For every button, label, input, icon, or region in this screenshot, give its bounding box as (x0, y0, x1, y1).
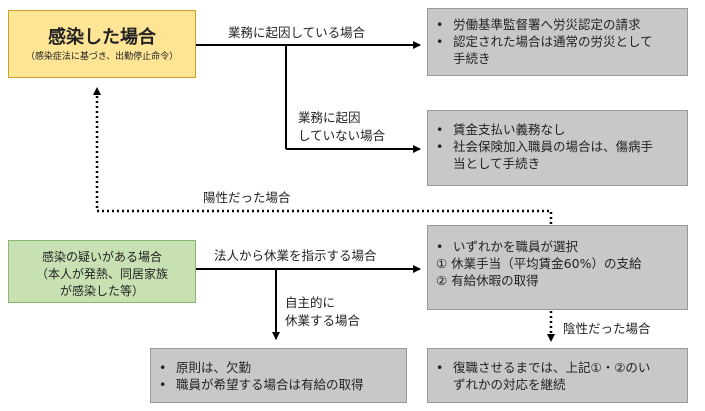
return-list: •復職させるまでは、上記①・②のい ずれかの対応を継続 (436, 359, 686, 393)
bullet-icon: • (436, 17, 444, 32)
negative-label: 陰性だった場合 (563, 321, 651, 336)
list-item: •いずれかを職員が選択 (436, 239, 579, 254)
bullet-icon: • (436, 122, 444, 137)
return-box: •復職させるまでは、上記①・②のい ずれかの対応を継続 (427, 348, 688, 403)
suspected-line-2: （本人が発熱、同居家族 (35, 267, 168, 281)
absence-list: •原則は、欠勤 •職員が希望する場合は有給の取得 (159, 359, 404, 393)
option-item: ① 休業手当（平均賃金60%）の支給 (436, 256, 642, 271)
infected-subtitle: （感染症法に基づき、出勤停止命令） (25, 52, 179, 62)
choice-list: •いずれかを職員が選択 ① 休業手当（平均賃金60%）の支給 ② 有給休暇の取得 (436, 238, 686, 289)
absence-box: •原則は、欠勤 •職員が希望する場合は有給の取得 (150, 348, 407, 403)
bullet-icon: • (436, 360, 444, 375)
suspected-line-1: 感染の疑いがある場合 (41, 250, 162, 264)
list-item: •復職させるまでは、上記①・②のい (436, 360, 651, 375)
bullet-icon: • (159, 377, 167, 392)
list-item: •賃金支払い義務なし (436, 122, 566, 137)
no-wage-list: •賃金支払い義務なし •社会保険加入職員の場合は、傷病手 当として手続き (436, 121, 686, 172)
bullet-icon: • (436, 139, 444, 154)
suspected-text: 感染の疑いがある場合 （本人が発熱、同居家族 が感染した等） (9, 249, 195, 300)
no-wage-box: •賃金支払い義務なし •社会保険加入職員の場合は、傷病手 当として手続き (427, 110, 688, 186)
voluntary-label: 自主的に 休業する場合 (285, 295, 361, 328)
employer-leave-label: 法人から休業を指示する場合 (214, 248, 377, 263)
workers-comp-box: •労働基準監督署へ労災認定の請求 •認定された場合は通常の労災として 手続き (427, 8, 688, 76)
list-item: •原則は、欠勤 (159, 360, 252, 375)
suspected-box: 感染の疑いがある場合 （本人が発熱、同居家族 が感染した等） (8, 240, 196, 303)
positive-loop-arrow (93, 87, 553, 224)
choice-box: •いずれかを職員が選択 ① 休業手当（平均賃金60%）の支給 ② 有給休暇の取得 (427, 225, 688, 310)
bullet-icon: • (159, 360, 167, 375)
bullet-icon: • (436, 34, 444, 49)
workers-comp-list: •労働基準監督署へ労災認定の請求 •認定された場合は通常の労災として 手続き (436, 16, 686, 67)
list-item-continuation: 当として手続き (453, 156, 541, 171)
infected-box: 感染した場合 （感染症法に基づき、出勤停止命令） (8, 10, 196, 78)
infected-title: 感染した場合 (48, 27, 156, 48)
positive-label: 陽性だった場合 (203, 190, 291, 205)
not-work-related-label: 業務に起因 していない場合 (298, 110, 386, 143)
work-related-label: 業務に起因している場合 (228, 25, 366, 40)
suspected-line-3: が感染した等） (59, 284, 144, 298)
list-item-continuation: ずれかの対応を継続 (453, 377, 566, 392)
option-item: ② 有給休暇の取得 (436, 273, 539, 288)
list-item: •職員が希望する場合は有給の取得 (159, 377, 364, 392)
list-item: •労働基準監督署へ労災認定の請求 (436, 17, 641, 32)
list-item-continuation: 手続き (453, 51, 491, 66)
list-item: •社会保険加入職員の場合は、傷病手 (436, 139, 654, 154)
list-item: •認定された場合は通常の労災として (436, 34, 653, 49)
bullet-icon: • (436, 239, 444, 254)
